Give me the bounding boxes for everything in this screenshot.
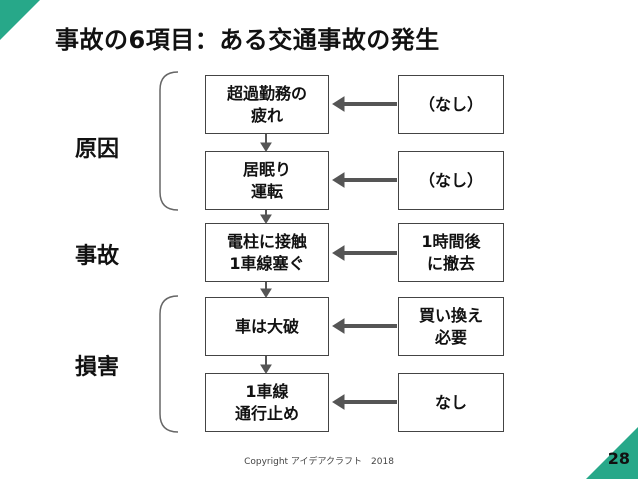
corner-decoration-bottom-right xyxy=(586,427,638,479)
corner-decoration-top-left xyxy=(0,0,40,40)
right-box-removed: 1時間後 に撤去 xyxy=(398,223,504,282)
left-arrow xyxy=(332,394,397,410)
left-box-collision: 電柱に接触 1車線塞ぐ xyxy=(205,223,329,282)
down-arrow xyxy=(260,210,272,224)
slide-title: 事故の6項目：ある交通事故の発生 xyxy=(55,26,440,54)
right-box-none-1: （なし） xyxy=(398,75,504,134)
left-arrow xyxy=(332,245,397,261)
page-number: 28 xyxy=(607,449,630,468)
down-arrow xyxy=(260,282,272,298)
damage-bracket xyxy=(159,295,179,433)
cause-bracket xyxy=(159,71,179,211)
left-arrow xyxy=(332,318,397,334)
left-box-overwork: 超過勤務の 疲れ xyxy=(205,75,329,134)
left-arrow xyxy=(332,172,397,188)
cause-label: 原因 xyxy=(75,137,120,162)
left-box-lane-closed: 1車線 通行止め xyxy=(205,373,329,432)
damage-label: 損害 xyxy=(75,355,120,380)
right-box-replace: 買い換え 必要 xyxy=(398,297,504,356)
copyright-footer: Copyright アイデアクラフト 2018 xyxy=(244,457,394,467)
down-arrow xyxy=(260,134,272,152)
right-box-none-3: なし xyxy=(398,373,504,432)
accident-label: 事故 xyxy=(75,244,120,269)
left-box-car-wrecked: 車は大破 xyxy=(205,297,329,356)
left-box-dozing: 居眠り 運転 xyxy=(205,151,329,210)
down-arrow xyxy=(260,356,272,374)
right-box-none-2: （なし） xyxy=(398,151,504,210)
left-arrow xyxy=(332,96,397,112)
